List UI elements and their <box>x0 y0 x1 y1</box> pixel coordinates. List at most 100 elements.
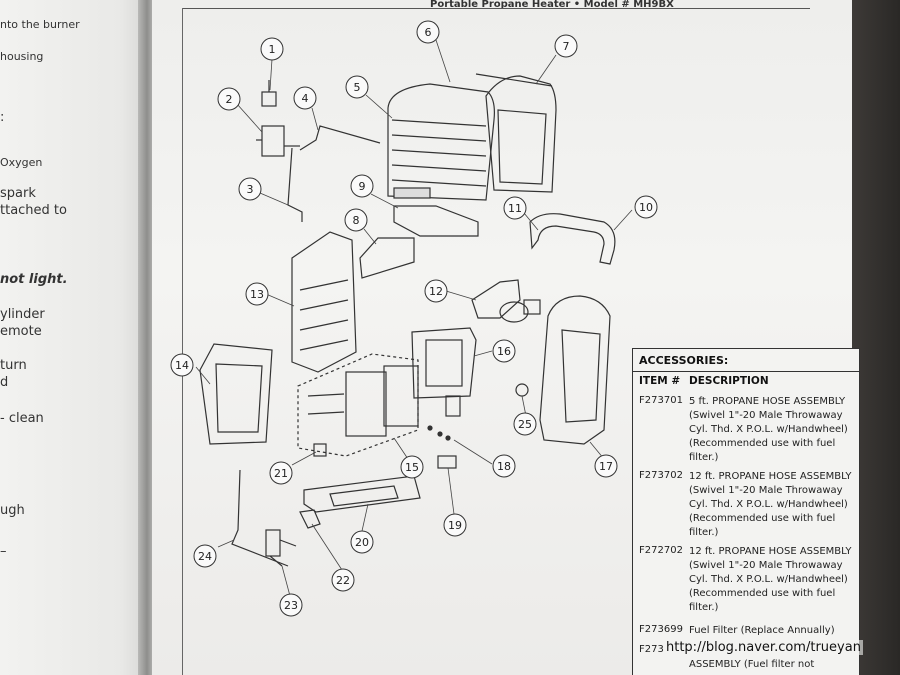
page-header: Portable Propane Heater • Model # MH9BX <box>430 0 674 10</box>
left-page-text-line: not light. <box>0 272 68 287</box>
column-header-item: ITEM # <box>639 375 681 387</box>
svg-text:13: 13 <box>250 288 264 301</box>
callout-6: 6 <box>416 20 440 44</box>
part-base-frame <box>199 343 273 445</box>
background-edge <box>852 0 900 675</box>
svg-text:18: 18 <box>497 460 511 473</box>
callout-8: 8 <box>344 208 368 232</box>
page-border-top <box>182 8 810 9</box>
svg-text:25: 25 <box>518 418 532 431</box>
accessory-description: 12 ft. PROPANE HOSE ASSEMBLY (Swivel 1"-… <box>689 546 852 613</box>
svg-text:21: 21 <box>274 467 288 480</box>
left-page-text-line: Oxygen <box>0 156 43 169</box>
left-page-text-line: housing <box>0 50 44 63</box>
column-header-description: DESCRIPTION <box>689 375 769 387</box>
callout-17: 17 <box>594 454 618 478</box>
accessories-rule <box>633 371 859 372</box>
svg-text:1: 1 <box>269 43 276 56</box>
callout-23: 23 <box>279 593 303 617</box>
part-burner-box <box>411 327 477 417</box>
accessory-item-number: F273701 <box>639 395 683 406</box>
svg-text:5: 5 <box>354 81 361 94</box>
left-page-text-line: – <box>0 544 7 559</box>
svg-text:24: 24 <box>198 550 212 563</box>
svg-text:11: 11 <box>508 202 522 215</box>
part-igniter <box>261 80 277 107</box>
accessory-item-number: F273702 <box>639 470 683 481</box>
left-page-text-line: ugh <box>0 503 25 518</box>
svg-text:7: 7 <box>563 40 570 53</box>
part-connector <box>437 455 457 469</box>
accessory-description: 5 ft. PROPANE HOSE ASSEMBLY (Swivel 1"-2… <box>689 396 848 463</box>
part-thermocouple <box>299 125 381 151</box>
svg-text:9: 9 <box>359 180 366 193</box>
accessories-table: ACCESSORIES: ITEM # DESCRIPTION F273701 … <box>632 348 860 675</box>
svg-text:14: 14 <box>175 359 189 372</box>
left-page-text-line: emote <box>0 324 42 339</box>
callout-13: 13 <box>245 282 269 306</box>
part-plate <box>393 205 479 237</box>
leader-lines <box>195 39 633 597</box>
callout-20: 20 <box>350 530 374 554</box>
part-regulator <box>471 279 541 323</box>
svg-text:2: 2 <box>226 93 233 106</box>
accessory-item-number: F273699 <box>639 624 683 635</box>
accessories-title: ACCESSORIES: <box>639 354 729 367</box>
page-border-left <box>182 8 183 675</box>
part-ring <box>515 383 529 397</box>
part-wire <box>231 469 289 567</box>
left-page-text-line: ttached to <box>0 203 67 218</box>
left-page-text-line: - clean <box>0 411 44 426</box>
left-page-text-line: d <box>0 375 9 390</box>
svg-text:19: 19 <box>448 519 462 532</box>
callout-markers: 1 2 3 4 5 6 7 8 9 10 11 12 13 14 15 16 1… <box>170 20 658 617</box>
accessory-description: ASSEMBLY (Fuel filter not <box>689 659 815 670</box>
left-page-text-line: ylinder <box>0 307 45 322</box>
callout-25: 25 <box>513 412 537 436</box>
part-bracket <box>299 509 321 529</box>
part-valve-assembly <box>265 529 297 567</box>
callout-16: 16 <box>492 339 516 363</box>
callout-15: 15 <box>400 455 424 479</box>
callout-24: 24 <box>193 544 217 568</box>
part-front-guard <box>387 83 495 201</box>
part-tube <box>287 147 303 222</box>
callout-22: 22 <box>331 568 355 592</box>
accessory-description: Fuel Filter (Replace Annually) <box>689 625 835 636</box>
callout-5: 5 <box>345 75 369 99</box>
svg-text:16: 16 <box>497 345 511 358</box>
left-page-text-line: : <box>0 110 5 125</box>
callout-1: 1 <box>260 37 284 61</box>
part-screws <box>427 425 451 441</box>
part-burner-assembly <box>297 353 419 457</box>
part-valve <box>256 125 300 157</box>
callout-2: 2 <box>217 87 241 111</box>
callout-11: 11 <box>503 196 527 220</box>
svg-text:3: 3 <box>247 183 254 196</box>
svg-text:23: 23 <box>284 599 298 612</box>
callout-4: 4 <box>293 86 317 110</box>
part-bottom-tray <box>303 475 421 513</box>
part-rear-cover <box>539 295 611 445</box>
part-back-housing <box>291 231 357 373</box>
svg-text:4: 4 <box>302 92 309 105</box>
callout-7: 7 <box>554 34 578 58</box>
svg-text:15: 15 <box>405 461 419 474</box>
accessory-description: 12 ft. PROPANE HOSE ASSEMBLY (Swivel 1"-… <box>689 471 852 538</box>
callout-18: 18 <box>492 454 516 478</box>
accessory-item-number: F272702 <box>639 545 683 556</box>
part-handle <box>529 213 616 265</box>
svg-text:22: 22 <box>336 574 350 587</box>
callout-21: 21 <box>269 461 293 485</box>
blog-watermark: http://blog.naver.com/trueyan <box>664 640 863 655</box>
callout-14: 14 <box>170 353 194 377</box>
svg-text:20: 20 <box>355 536 369 549</box>
left-page-text-line: nto the burner <box>0 18 80 31</box>
accessory-item-number: F273 <box>639 644 664 655</box>
book-gutter <box>138 0 156 675</box>
svg-text:12: 12 <box>429 285 443 298</box>
svg-text:6: 6 <box>425 26 432 39</box>
